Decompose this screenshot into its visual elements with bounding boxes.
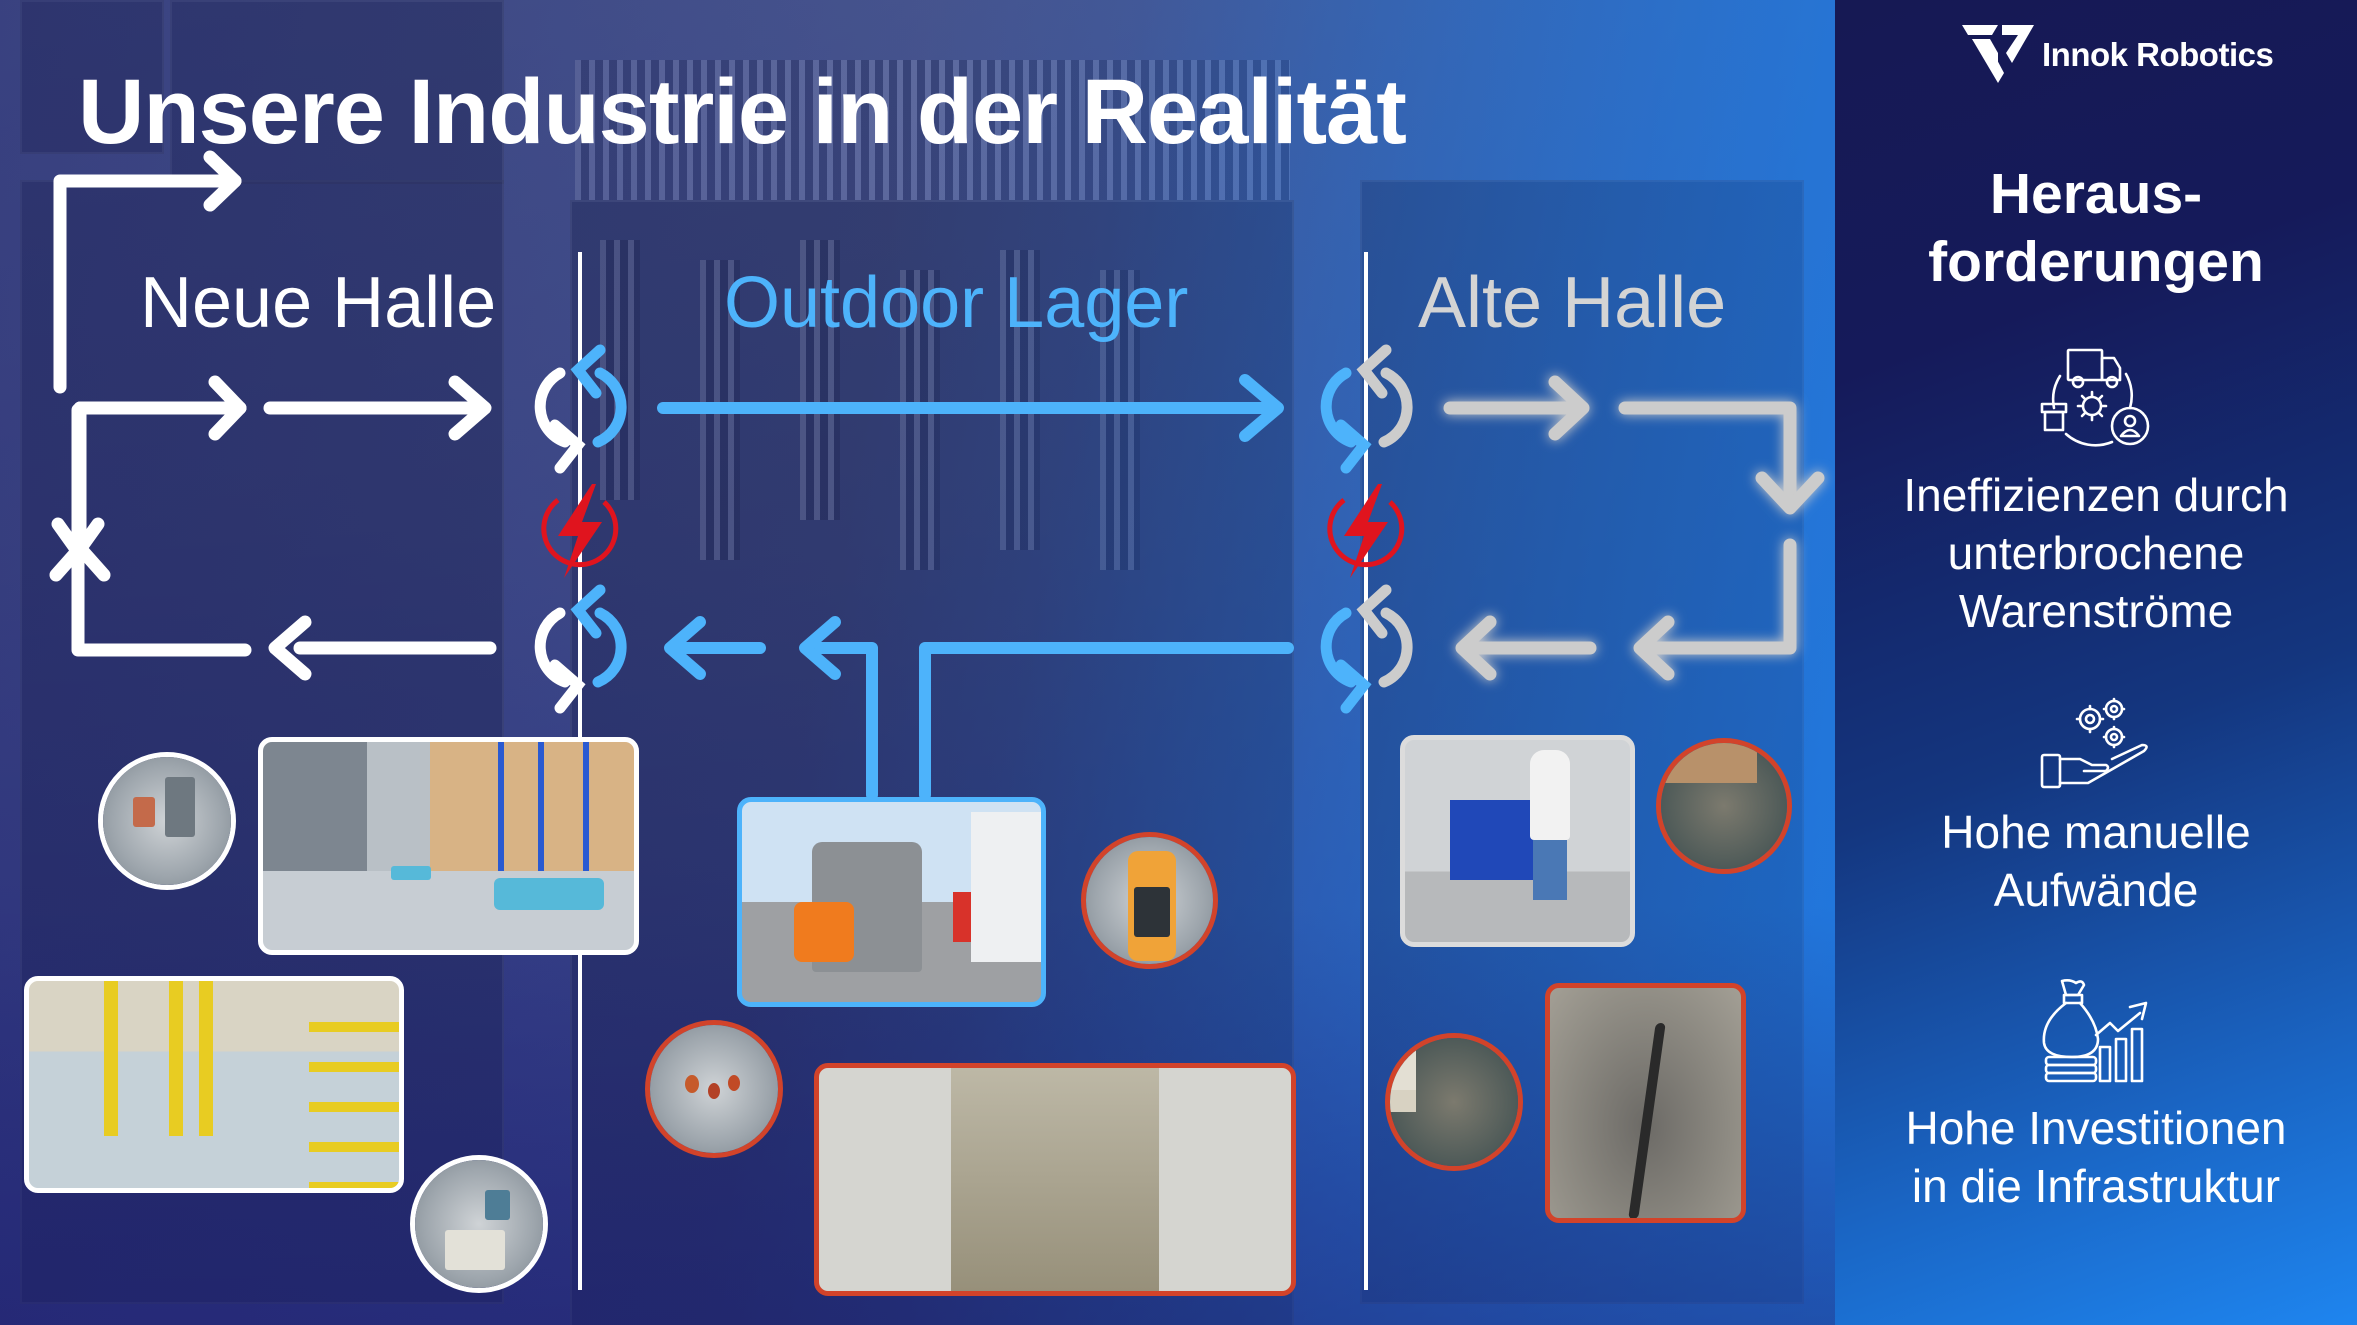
- challenge-label: Ineffizienzen durch unterbrochene Warens…: [1835, 466, 2357, 640]
- page-title: Unsere Industrie in der Realität: [78, 61, 1407, 163]
- outdoor-lager-flow: [657, 374, 1294, 801]
- aerial-detail-circle-3: [1656, 738, 1792, 874]
- zone-divider-right: [1364, 252, 1368, 1290]
- zone-label-alte-halle: Alte Halle: [1418, 263, 1727, 343]
- forklift-aerial-circle: [1081, 832, 1218, 969]
- brand-name: Innok Robotics: [2042, 36, 2274, 73]
- challenge-line: in die Infrastruktur: [1911, 1160, 2281, 1212]
- challenge-item-investments: Hohe Investitionen in die Infrastruktur: [1835, 977, 2357, 1215]
- logistics-cycle-icon: [2040, 348, 2150, 447]
- challenges-panel: Innok Robotics Heraus- forderungen Ineff…: [1835, 0, 2357, 1325]
- panel-heading-line1: Heraus-: [1989, 162, 2203, 226]
- hand-gears-icon: [2040, 697, 2148, 789]
- challenge-line: Warenströme: [1958, 585, 2234, 637]
- aisle-photo: [814, 1063, 1296, 1296]
- warehouse-agv-photo: [258, 737, 639, 955]
- factory-floor-photo: [24, 976, 404, 1193]
- zone-label-outdoor-lager: Outdoor Lager: [724, 263, 1189, 343]
- floor-crack-photo: [1545, 983, 1746, 1223]
- challenge-line: Ineffizienzen durch: [1903, 469, 2289, 521]
- challenge-label: Hohe Investitionen in die Infrastruktur: [1835, 1099, 2357, 1215]
- aerial-warehouse-background: Unsere Industrie in der Realität Neue Ha…: [0, 0, 1835, 1325]
- innok-logo-icon: [1962, 25, 2034, 83]
- panel-heading-line2: forderungen: [1928, 230, 2264, 294]
- manual-cart-photo: [1400, 735, 1635, 947]
- aerial-detail-circle-4: [1385, 1033, 1523, 1171]
- transfer-loop-icon: [1320, 584, 1413, 714]
- challenge-line: Aufwände: [1993, 864, 2199, 916]
- neue-halle-flow: [49, 150, 497, 681]
- power-disruption-icon: [541, 484, 619, 578]
- aerial-detail-circle-2: [410, 1155, 548, 1293]
- transfer-loop-icon: [534, 344, 627, 474]
- aerial-detail-circle-1: [98, 752, 236, 890]
- challenge-label: Hohe manuelle Aufwände: [1835, 803, 2357, 919]
- money-bag-growth-icon: [2042, 979, 2148, 1083]
- material-flow-diagram: [49, 150, 1825, 801]
- challenge-item-manual-effort: Hohe manuelle Aufwände: [1835, 697, 2357, 919]
- challenge-line: unterbrochene: [1947, 527, 2245, 579]
- challenge-line: Hohe Investitionen: [1905, 1102, 2287, 1154]
- transfer-loop-icon: [534, 584, 627, 714]
- brand-logo: Innok Robotics: [1962, 25, 2274, 85]
- workers-aerial-circle: [645, 1020, 783, 1158]
- panel-heading: Heraus- forderungen: [1835, 160, 2357, 296]
- zone-label-neue-halle: Neue Halle: [140, 263, 497, 343]
- challenge-line: Hohe manuelle: [1941, 806, 2251, 858]
- alte-halle-flow: [1443, 375, 1825, 681]
- power-disruption-icon: [1327, 484, 1405, 578]
- transfer-loop-icon: [1320, 344, 1413, 474]
- forklift-photo: [737, 797, 1046, 1007]
- challenge-item-inefficiency: Ineffizienzen durch unterbrochene Warens…: [1835, 348, 2357, 640]
